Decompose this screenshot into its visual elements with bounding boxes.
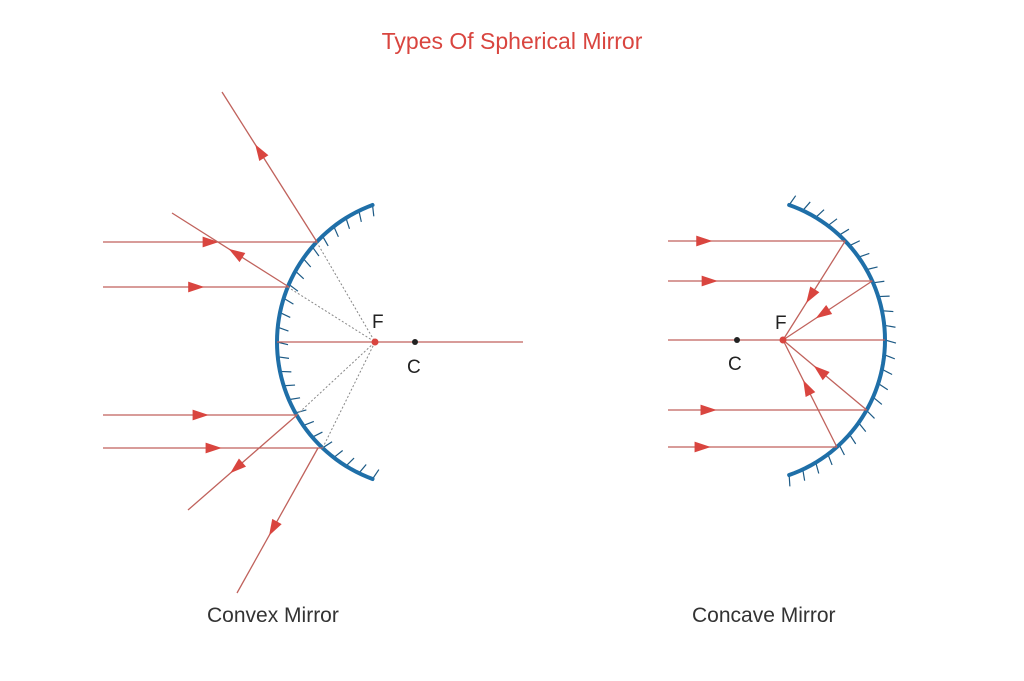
- arrowhead-icon: [188, 281, 205, 293]
- reflected-ray: [221, 91, 318, 243]
- arrowhead-icon: [230, 458, 247, 474]
- arrowhead-icon: [701, 275, 718, 287]
- center-point: [412, 339, 418, 345]
- arrowhead-icon: [806, 286, 820, 304]
- concave-focus-label: F: [775, 313, 787, 334]
- concave-center-label: C: [728, 354, 742, 375]
- arrowhead-icon: [202, 236, 219, 248]
- arrowhead-icon: [255, 144, 269, 161]
- convex-center-label: C: [407, 357, 421, 378]
- arrowhead-icon: [803, 380, 816, 398]
- arrowhead-icon: [815, 304, 833, 319]
- convex-caption: Convex Mirror: [207, 604, 339, 627]
- diagram-title: Types Of Spherical Mirror: [381, 28, 643, 54]
- arrowhead-icon: [813, 365, 830, 381]
- concave-mirror-diagram: [668, 195, 897, 487]
- convex-focus-label: F: [372, 312, 384, 333]
- virtual-ray: [322, 341, 376, 449]
- center-point: [734, 337, 740, 343]
- reflected-ray: [187, 414, 298, 511]
- concave-caption: Concave Mirror: [692, 604, 836, 627]
- arrowhead-icon: [694, 441, 711, 453]
- focus-point: [371, 338, 379, 346]
- arrowhead-icon: [696, 235, 713, 247]
- arrowhead-icon: [269, 518, 282, 536]
- arrowhead-icon: [228, 248, 246, 263]
- arrowhead-icon: [192, 409, 209, 421]
- convex-mirror-diagram: [103, 91, 523, 594]
- virtual-ray: [296, 341, 376, 416]
- reflected-ray: [236, 447, 319, 594]
- virtual-ray: [316, 241, 376, 343]
- arrowhead-icon: [700, 404, 717, 416]
- virtual-ray: [287, 286, 376, 343]
- arrowhead-icon: [205, 442, 222, 454]
- focus-point: [779, 336, 787, 344]
